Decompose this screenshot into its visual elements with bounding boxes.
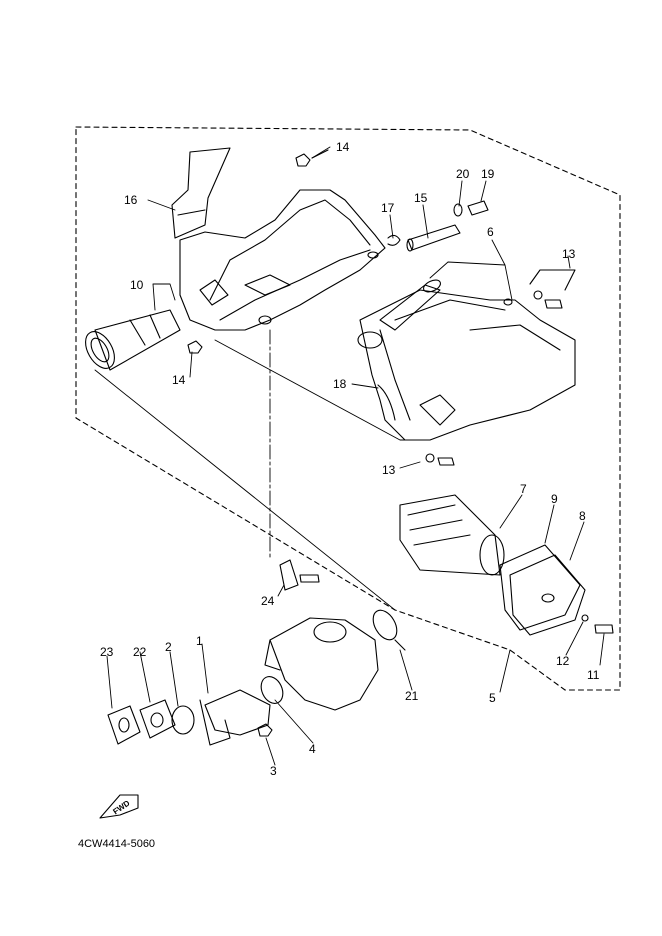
part-23-plate <box>107 705 141 745</box>
part-15-tube <box>406 224 461 252</box>
callout-2: 2 <box>165 640 172 654</box>
callout-12: 12 <box>556 654 570 668</box>
callout-15: 15 <box>414 191 428 205</box>
fwd-arrow-icon: FWD <box>99 794 139 819</box>
part-20-ring <box>453 203 463 217</box>
part-13-screw-lower <box>425 453 455 466</box>
callout-14-left: 14 <box>172 373 186 387</box>
callout-24: 24 <box>261 594 275 608</box>
part-3-nut <box>257 723 273 737</box>
callout-9: 9 <box>551 492 558 506</box>
callout-18: 18 <box>333 377 347 391</box>
callout-13-upper: 13 <box>562 247 576 261</box>
part-14-nut-left <box>187 340 203 354</box>
part-18-gasket-line <box>377 384 396 421</box>
part-21-clamp <box>372 609 406 651</box>
assembly-boundary <box>75 126 621 691</box>
callout-16: 16 <box>124 193 138 207</box>
part-8-cover <box>509 554 586 636</box>
callout-20: 20 <box>456 167 470 181</box>
part-10-duct-housing <box>85 189 386 371</box>
callout-6: 6 <box>487 225 494 239</box>
part-17-clip <box>387 234 401 246</box>
callout-3: 3 <box>270 764 277 778</box>
part-9-seal <box>499 544 581 631</box>
part-22-gasket <box>139 699 176 739</box>
part-2-oring <box>171 705 195 735</box>
callout-1: 1 <box>196 634 203 648</box>
part-13-screw-upper <box>529 269 576 309</box>
diagram-code: 4CW4414-5060 <box>78 838 156 850</box>
part-11-screw <box>594 624 614 634</box>
carburetor-body <box>264 617 379 711</box>
part-1-manifold <box>199 689 271 746</box>
part-6-filter-case <box>357 279 576 441</box>
callout-23: 23 <box>100 645 114 659</box>
callout-7: 7 <box>520 482 527 496</box>
part-7-filter-element <box>399 494 505 576</box>
part-4-insulator <box>260 676 284 704</box>
part-24-screw <box>279 559 320 591</box>
callout-10: 10 <box>130 278 144 292</box>
callout-13-lower: 13 <box>382 463 396 477</box>
callout-5: 5 <box>489 691 496 705</box>
callout-17: 17 <box>381 201 395 215</box>
callout-11: 11 <box>587 668 600 682</box>
callout-19: 19 <box>481 167 495 181</box>
callout-22: 22 <box>133 645 147 659</box>
part-12-washer <box>581 614 589 622</box>
part-16-bracket <box>171 147 231 239</box>
callout-4: 4 <box>309 742 316 756</box>
part-19-plug <box>467 200 489 216</box>
callout-8: 8 <box>579 509 586 523</box>
callout-21: 21 <box>405 689 419 703</box>
leader-lines <box>94 146 605 766</box>
callout-14-top: 14 <box>336 140 350 154</box>
